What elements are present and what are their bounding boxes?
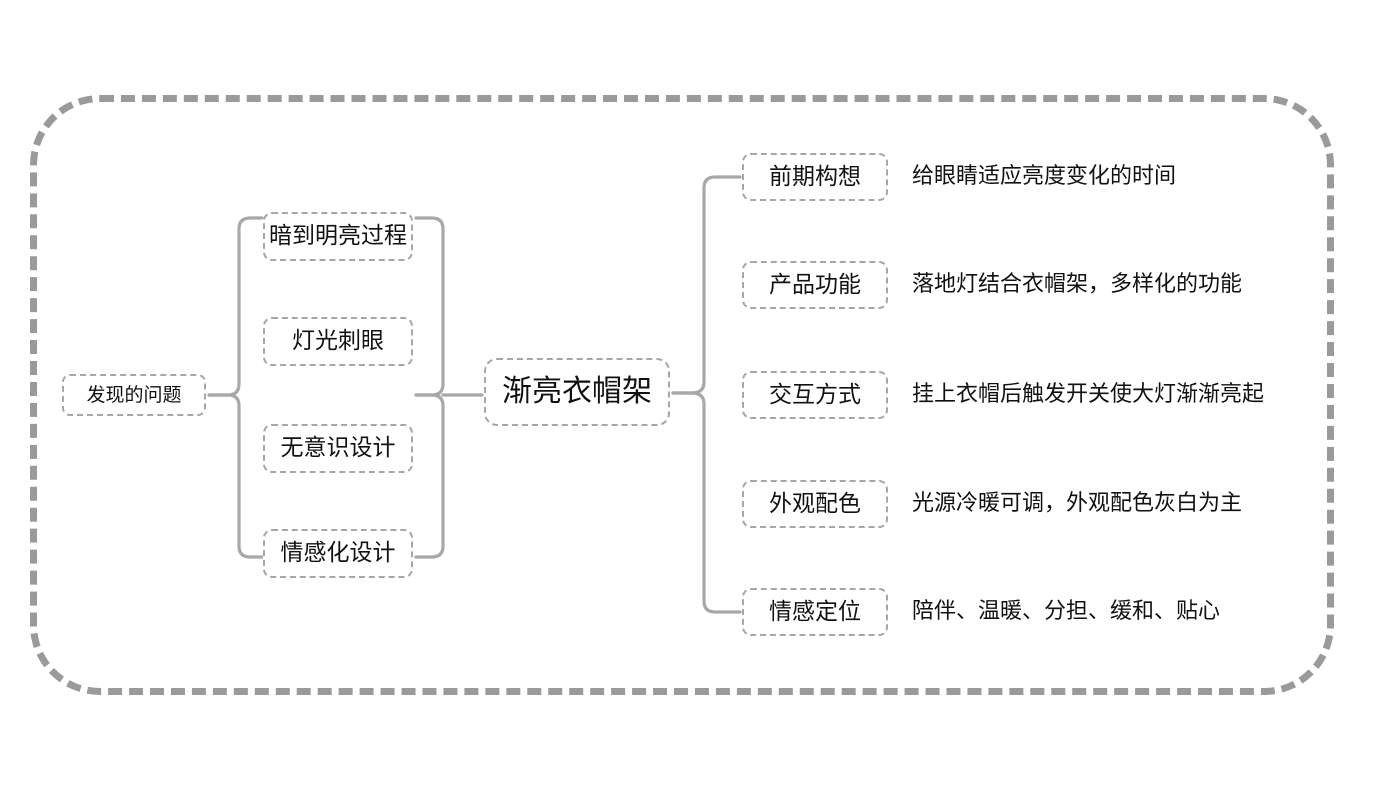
- node-right-emotional-position[interactable]: 情感定位: [742, 588, 888, 636]
- description-appearance-color: 光源冷暖可调，外观配色灰白为主: [912, 491, 1243, 516]
- node-right-early-concept[interactable]: 前期构想: [742, 153, 888, 201]
- node-left-label: 无意识设计: [280, 435, 396, 461]
- description-interaction: 挂上衣帽后触发开关使大灯渐渐亮起: [912, 382, 1265, 407]
- node-left-dark-to-bright[interactable]: 暗到明亮过程: [263, 212, 413, 261]
- outer-dashed-frame: [30, 95, 1334, 695]
- node-left-label: 情感化设计: [280, 540, 396, 566]
- node-left-label: 灯光刺眼: [292, 328, 384, 354]
- node-right-interaction[interactable]: 交互方式: [742, 371, 888, 419]
- node-left-emotional-design[interactable]: 情感化设计: [263, 529, 413, 578]
- description-early-concept: 给眼睛适应亮度变化的时间: [912, 164, 1177, 189]
- description-emotional-position: 陪伴、温暖、分担、缓和、贴心: [912, 599, 1221, 624]
- node-right-appearance-color[interactable]: 外观配色: [742, 480, 888, 528]
- node-left-label: 暗到明亮过程: [269, 223, 407, 249]
- description-product-function: 落地灯结合衣帽架，多样化的功能: [912, 272, 1243, 297]
- node-right-label: 外观配色: [769, 490, 861, 517]
- node-right-product-function[interactable]: 产品功能: [742, 261, 888, 309]
- node-center-label: 渐亮衣帽架: [502, 374, 652, 409]
- node-left-unconscious-design[interactable]: 无意识设计: [263, 424, 413, 473]
- node-root-problem[interactable]: 发现的问题: [62, 374, 206, 416]
- node-center-title[interactable]: 渐亮衣帽架: [484, 358, 670, 426]
- node-right-label: 情感定位: [769, 598, 861, 625]
- node-right-label: 产品功能: [769, 271, 861, 298]
- node-right-label: 交互方式: [769, 381, 861, 408]
- node-right-label: 前期构想: [769, 163, 861, 190]
- node-left-glare[interactable]: 灯光刺眼: [263, 317, 413, 366]
- node-root-label: 发现的问题: [86, 383, 182, 406]
